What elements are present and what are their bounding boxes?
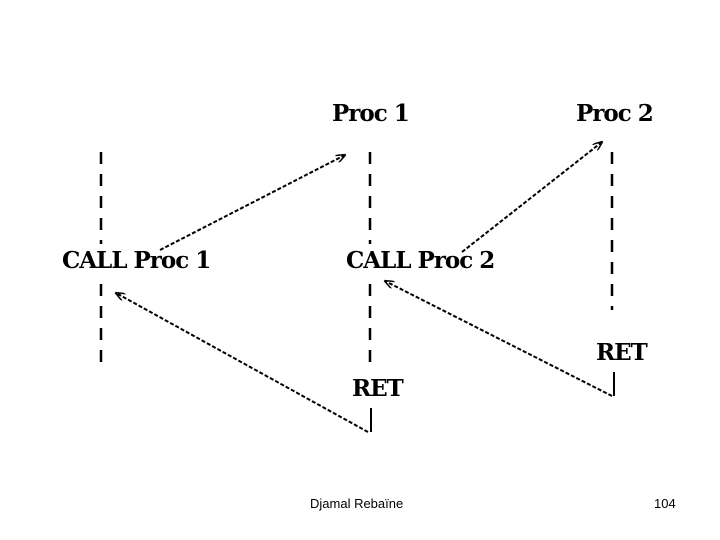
proc2-title: Proc 2 bbox=[576, 100, 653, 127]
proc1-title: Proc 1 bbox=[332, 100, 409, 127]
call-proc2-label-bg bbox=[342, 244, 452, 274]
call-proc2-label: CALL Proc 2 bbox=[346, 247, 494, 274]
return-proc2-arrow bbox=[385, 281, 613, 397]
footer-page-number: 104 bbox=[654, 496, 676, 511]
return-proc1-arrow bbox=[116, 293, 369, 433]
ret-proc2-label: RET bbox=[596, 339, 648, 366]
call-proc2-arrow bbox=[461, 142, 602, 253]
call-proc1-label-bg bbox=[58, 244, 168, 274]
ret-proc1-label: RET bbox=[352, 375, 404, 402]
call-proc1-arrow bbox=[159, 155, 345, 251]
call-proc1-label: CALL Proc 1 bbox=[62, 247, 210, 274]
footer-author: Djamal Rebaïne bbox=[310, 496, 404, 511]
